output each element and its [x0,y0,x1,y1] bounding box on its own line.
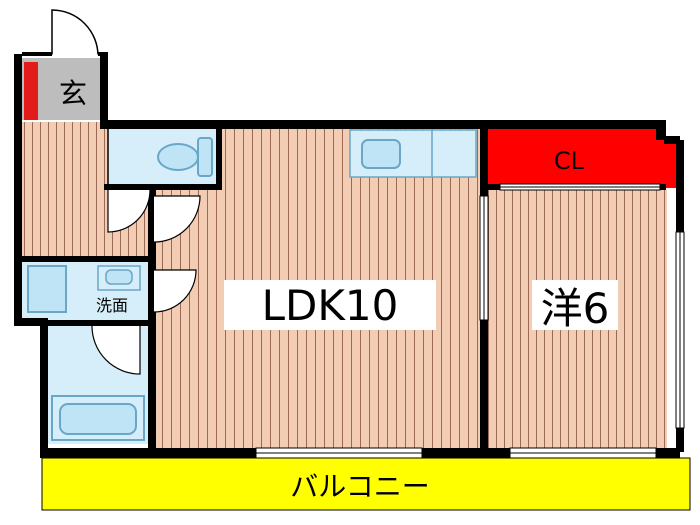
bathroom-door [91,325,141,375]
entrance-label: 玄 [58,77,87,110]
hall-door [153,195,201,243]
balcony [41,457,691,511]
toilet-door [107,189,151,233]
windows [255,183,685,459]
shoe-box [24,62,38,120]
closet-label: CL [553,147,585,175]
kitchen-sink [361,139,401,169]
washroom-door [153,269,197,313]
ldk-label: LDK10 [224,280,436,330]
washing-machine [27,265,67,313]
closet [486,128,664,188]
balcony-label: バルコニー [290,470,430,503]
washroom-label: 洗面 [95,296,128,315]
western-room-label: 洋6 [532,280,618,333]
entrance-door [51,9,99,57]
toilet-tank [197,137,213,177]
toilet-bowl [157,143,199,171]
